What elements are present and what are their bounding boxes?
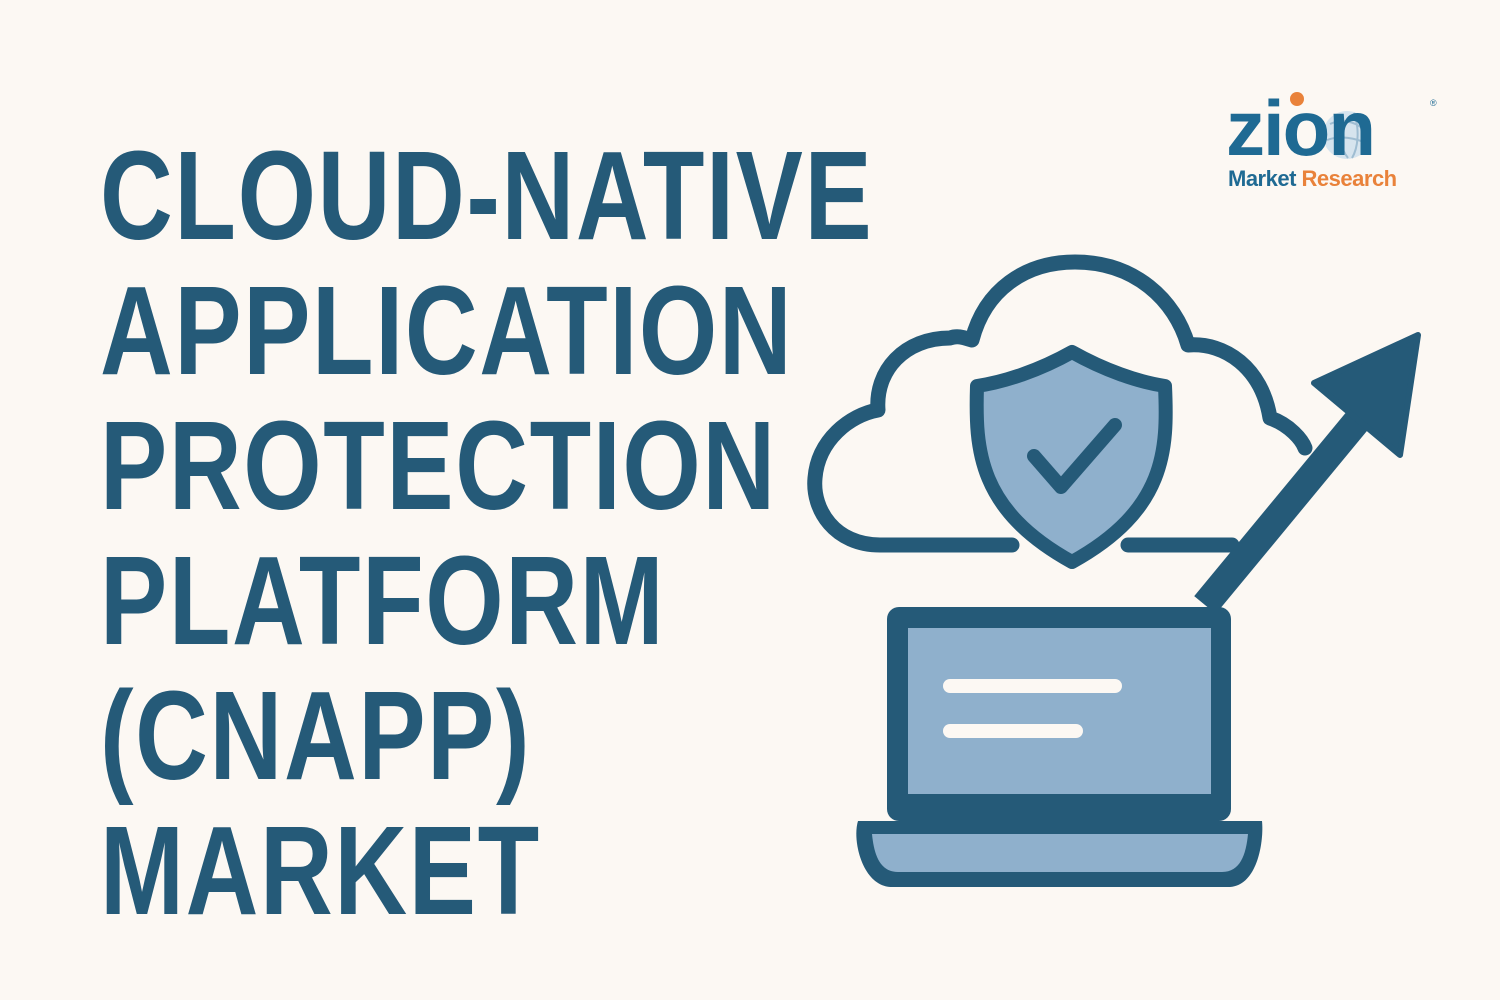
logo-research: Research <box>1301 166 1398 191</box>
logo-market: Market <box>1228 166 1296 191</box>
title-line-2: APPLICATION <box>100 260 794 401</box>
title-line-4: PLATFORM <box>100 530 666 671</box>
logo-registered: ® <box>1430 98 1437 108</box>
title-line-1: CLOUD-NATIVE <box>100 125 874 266</box>
logo-dot <box>1290 92 1304 106</box>
globe-icon <box>1323 111 1371 159</box>
growth-arrow-icon <box>1194 332 1421 614</box>
title-line-3: PROTECTION <box>100 395 777 536</box>
zion-logo: zion ® Market Research <box>1226 88 1441 198</box>
title-line-5: (CNAPP) <box>100 665 532 806</box>
logo-subtitle: Market Research <box>1228 166 1397 192</box>
title-line-6: MARKET <box>100 800 541 941</box>
page-title: CLOUD-NATIVE APPLICATION PROTECTION PLAT… <box>100 128 1067 938</box>
